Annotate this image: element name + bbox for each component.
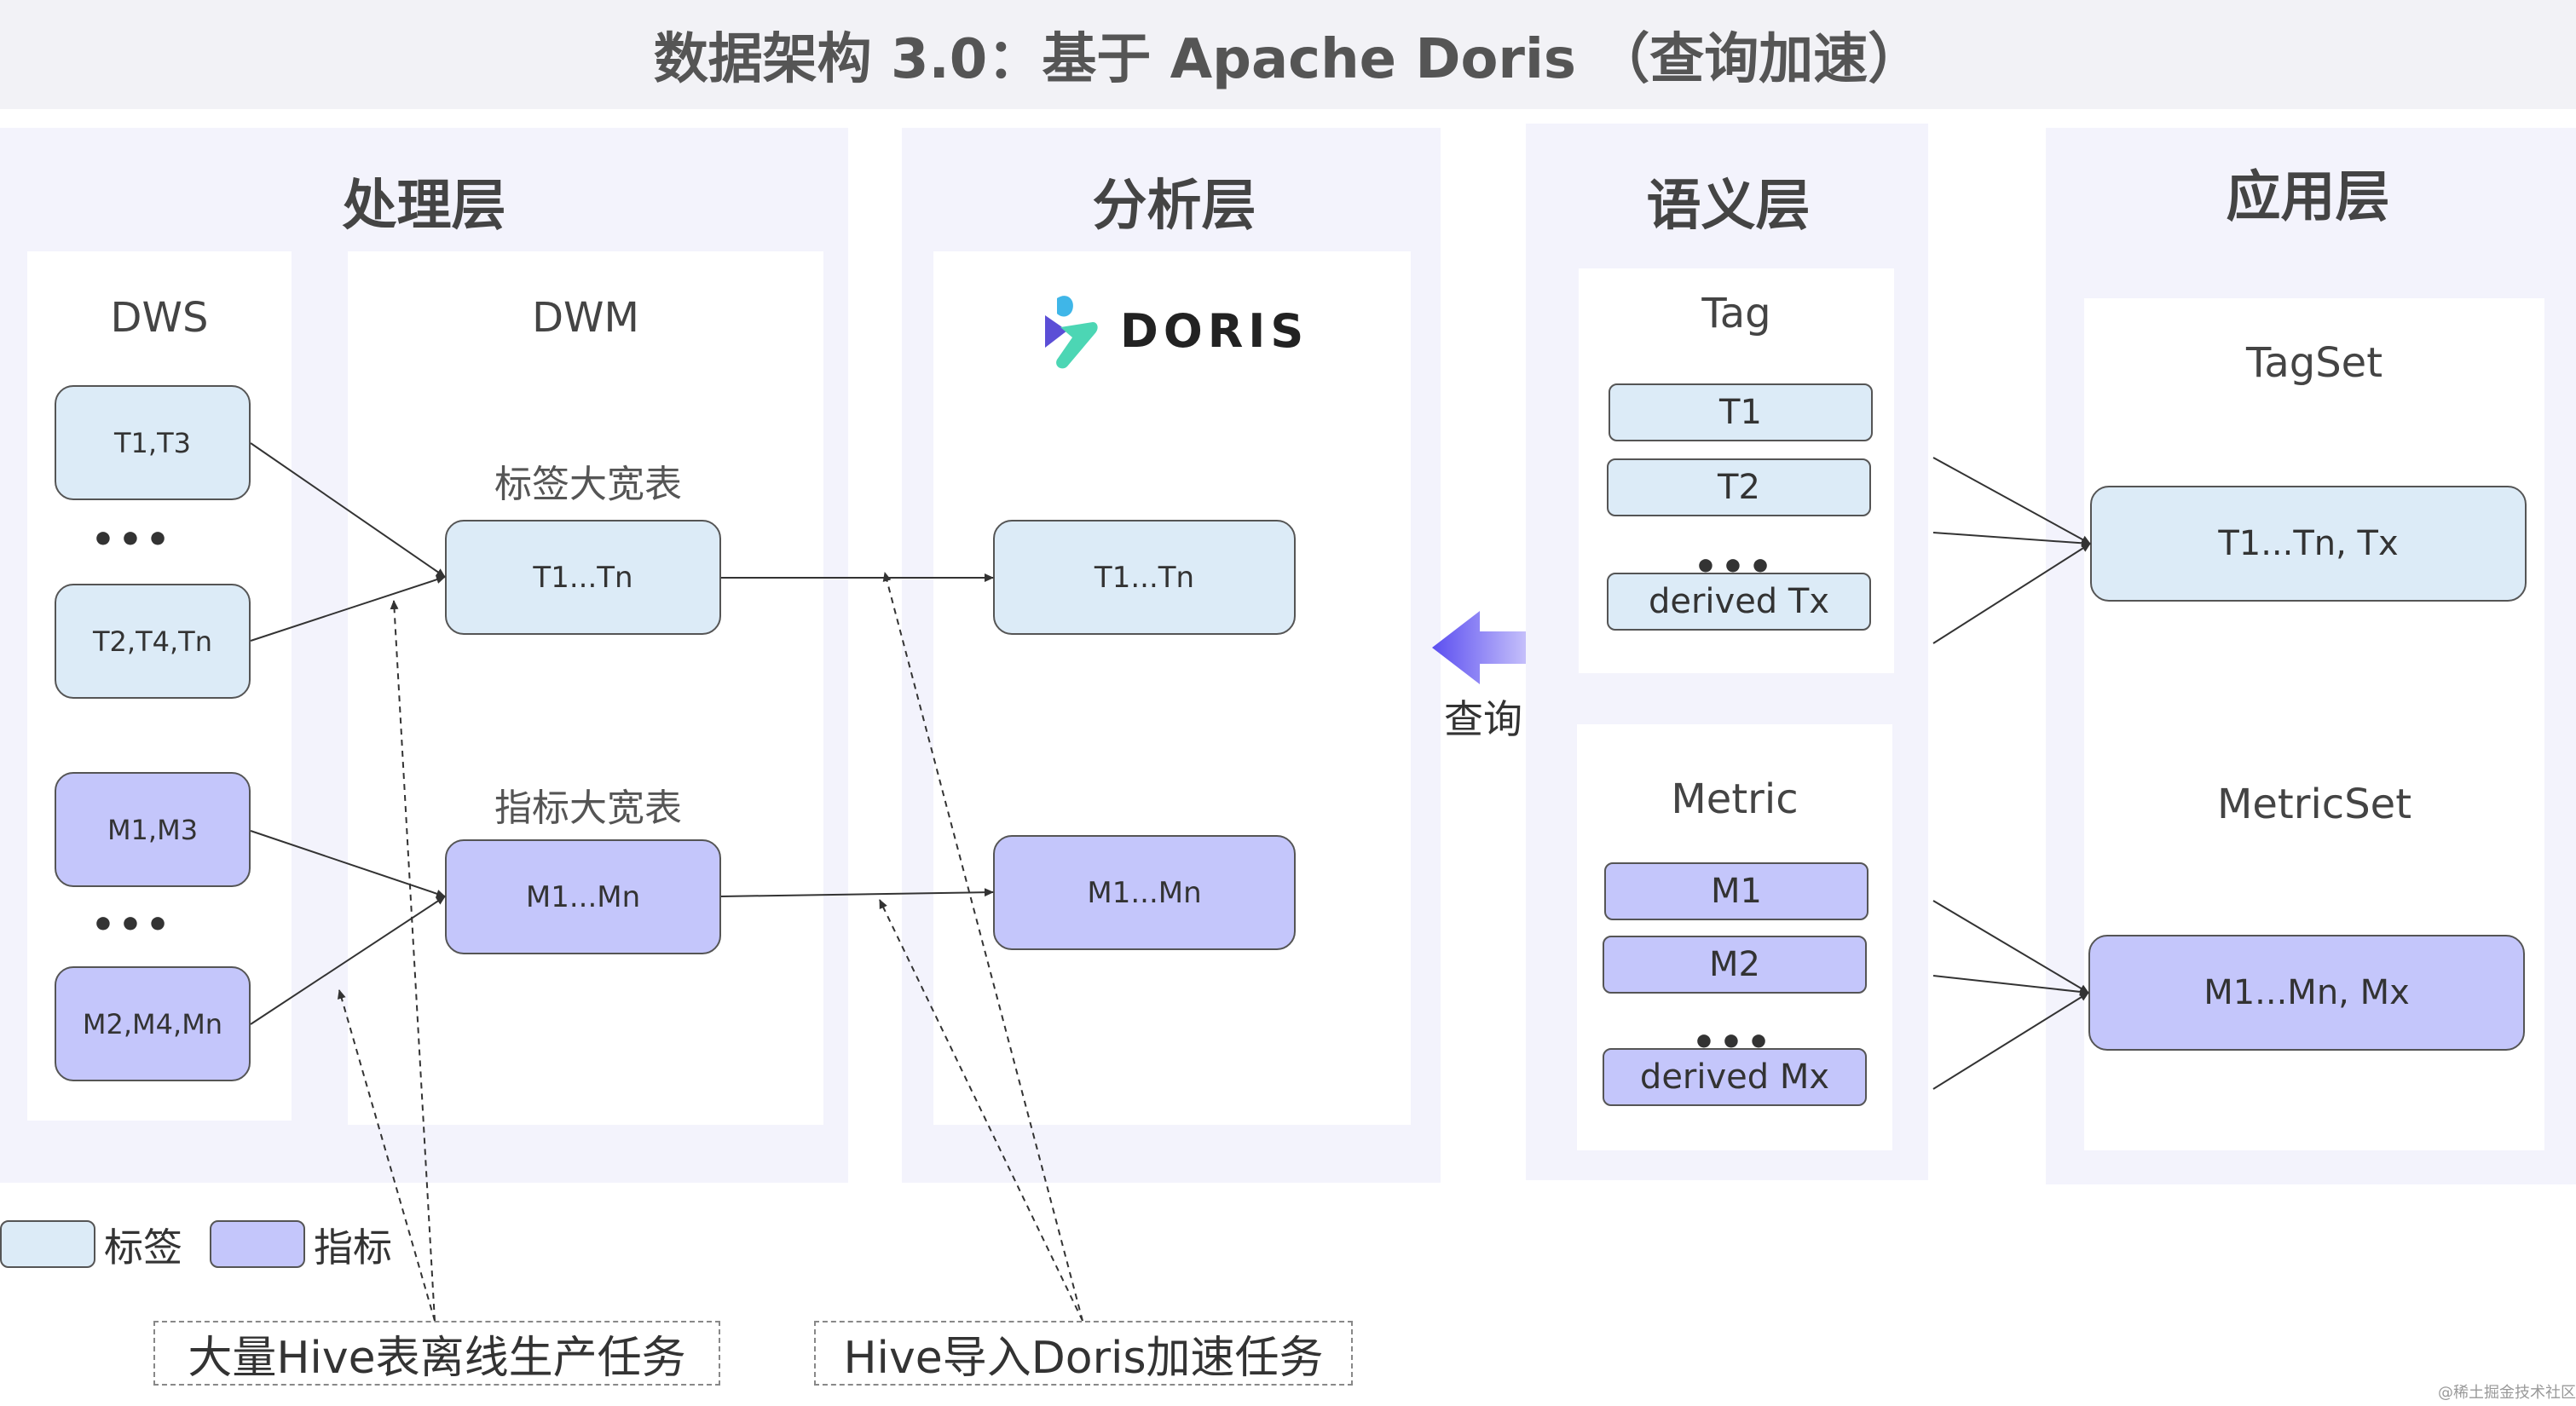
metricset-box: M1...Mn, Mx xyxy=(2088,935,2525,1051)
diagram-title: 数据架构 3.0：基于 Apache Doris （查询加速） xyxy=(0,0,2576,109)
semantic-layer-title: 语义层 xyxy=(1646,175,1811,238)
legend-tag-label: 标签 xyxy=(104,1224,182,1271)
tag-wide-table-label: 标签大宽表 xyxy=(494,463,682,506)
semantic-tag-t2: T2 xyxy=(1607,458,1871,516)
dwm-tag-wide-table: T1...Tn xyxy=(445,520,721,635)
query-arrow-icon xyxy=(1432,611,1530,684)
doris-metric-table: M1...Mn xyxy=(993,835,1296,950)
analysis-layer-title: 分析层 xyxy=(1092,175,1256,238)
hive-offline-task-box: 大量Hive表离线生产任务 xyxy=(153,1321,720,1386)
semantic-metric-derived-mx: derived Mx xyxy=(1603,1048,1867,1106)
dws-box-t1-t3: T1,T3 xyxy=(55,385,251,500)
tagset-box: T1...Tn, Tx xyxy=(2090,486,2527,602)
doris-logo: DORIS xyxy=(1042,288,1314,373)
processing-layer-title: 处理层 xyxy=(342,175,506,238)
semantic-tag-t1: T1 xyxy=(1609,383,1873,441)
metricset-title: MetricSet xyxy=(2216,781,2412,828)
doris-logo-text: DORIS xyxy=(1120,303,1309,358)
dwm-title: DWM xyxy=(532,294,639,342)
doris-tag-table: T1...Tn xyxy=(993,520,1296,635)
tagset-title: TagSet xyxy=(2245,339,2383,387)
semantic-metric-m2: M2 xyxy=(1603,936,1867,994)
semantic-tag-derived-tx: derived Tx xyxy=(1607,573,1871,631)
semantic-metric-title: Metric xyxy=(1671,775,1799,823)
dws-ellipsis-metric: ••• xyxy=(90,903,174,947)
dws-ellipsis-tag: ••• xyxy=(90,518,174,562)
application-layer-title: 应用层 xyxy=(2226,166,2390,229)
semantic-tag-title: Tag xyxy=(1701,290,1771,337)
watermark: @稀土掘金技术社区 xyxy=(2438,1384,2576,1402)
dws-title: DWS xyxy=(110,294,209,342)
legend-tag-swatch xyxy=(0,1220,95,1268)
dwm-metric-wide-table: M1...Mn xyxy=(445,839,721,954)
legend-metric-swatch xyxy=(210,1220,305,1268)
analysis-inner xyxy=(933,251,1411,1125)
dwm-column xyxy=(348,251,823,1125)
doris-import-task-box: Hive导入Doris加速任务 xyxy=(814,1321,1353,1386)
dws-box-m2-m4-mn: M2,M4,Mn xyxy=(55,966,251,1081)
legend-metric-label: 指标 xyxy=(314,1224,392,1271)
dws-box-m1-m3: M1,M3 xyxy=(55,772,251,887)
query-label: 查询 xyxy=(1444,696,1522,742)
dws-box-t2-t4-tn: T2,T4,Tn xyxy=(55,584,251,699)
semantic-metric-m1: M1 xyxy=(1604,862,1868,920)
metric-wide-table-label: 指标大宽表 xyxy=(494,787,682,830)
doris-logo-icon xyxy=(1045,296,1098,369)
